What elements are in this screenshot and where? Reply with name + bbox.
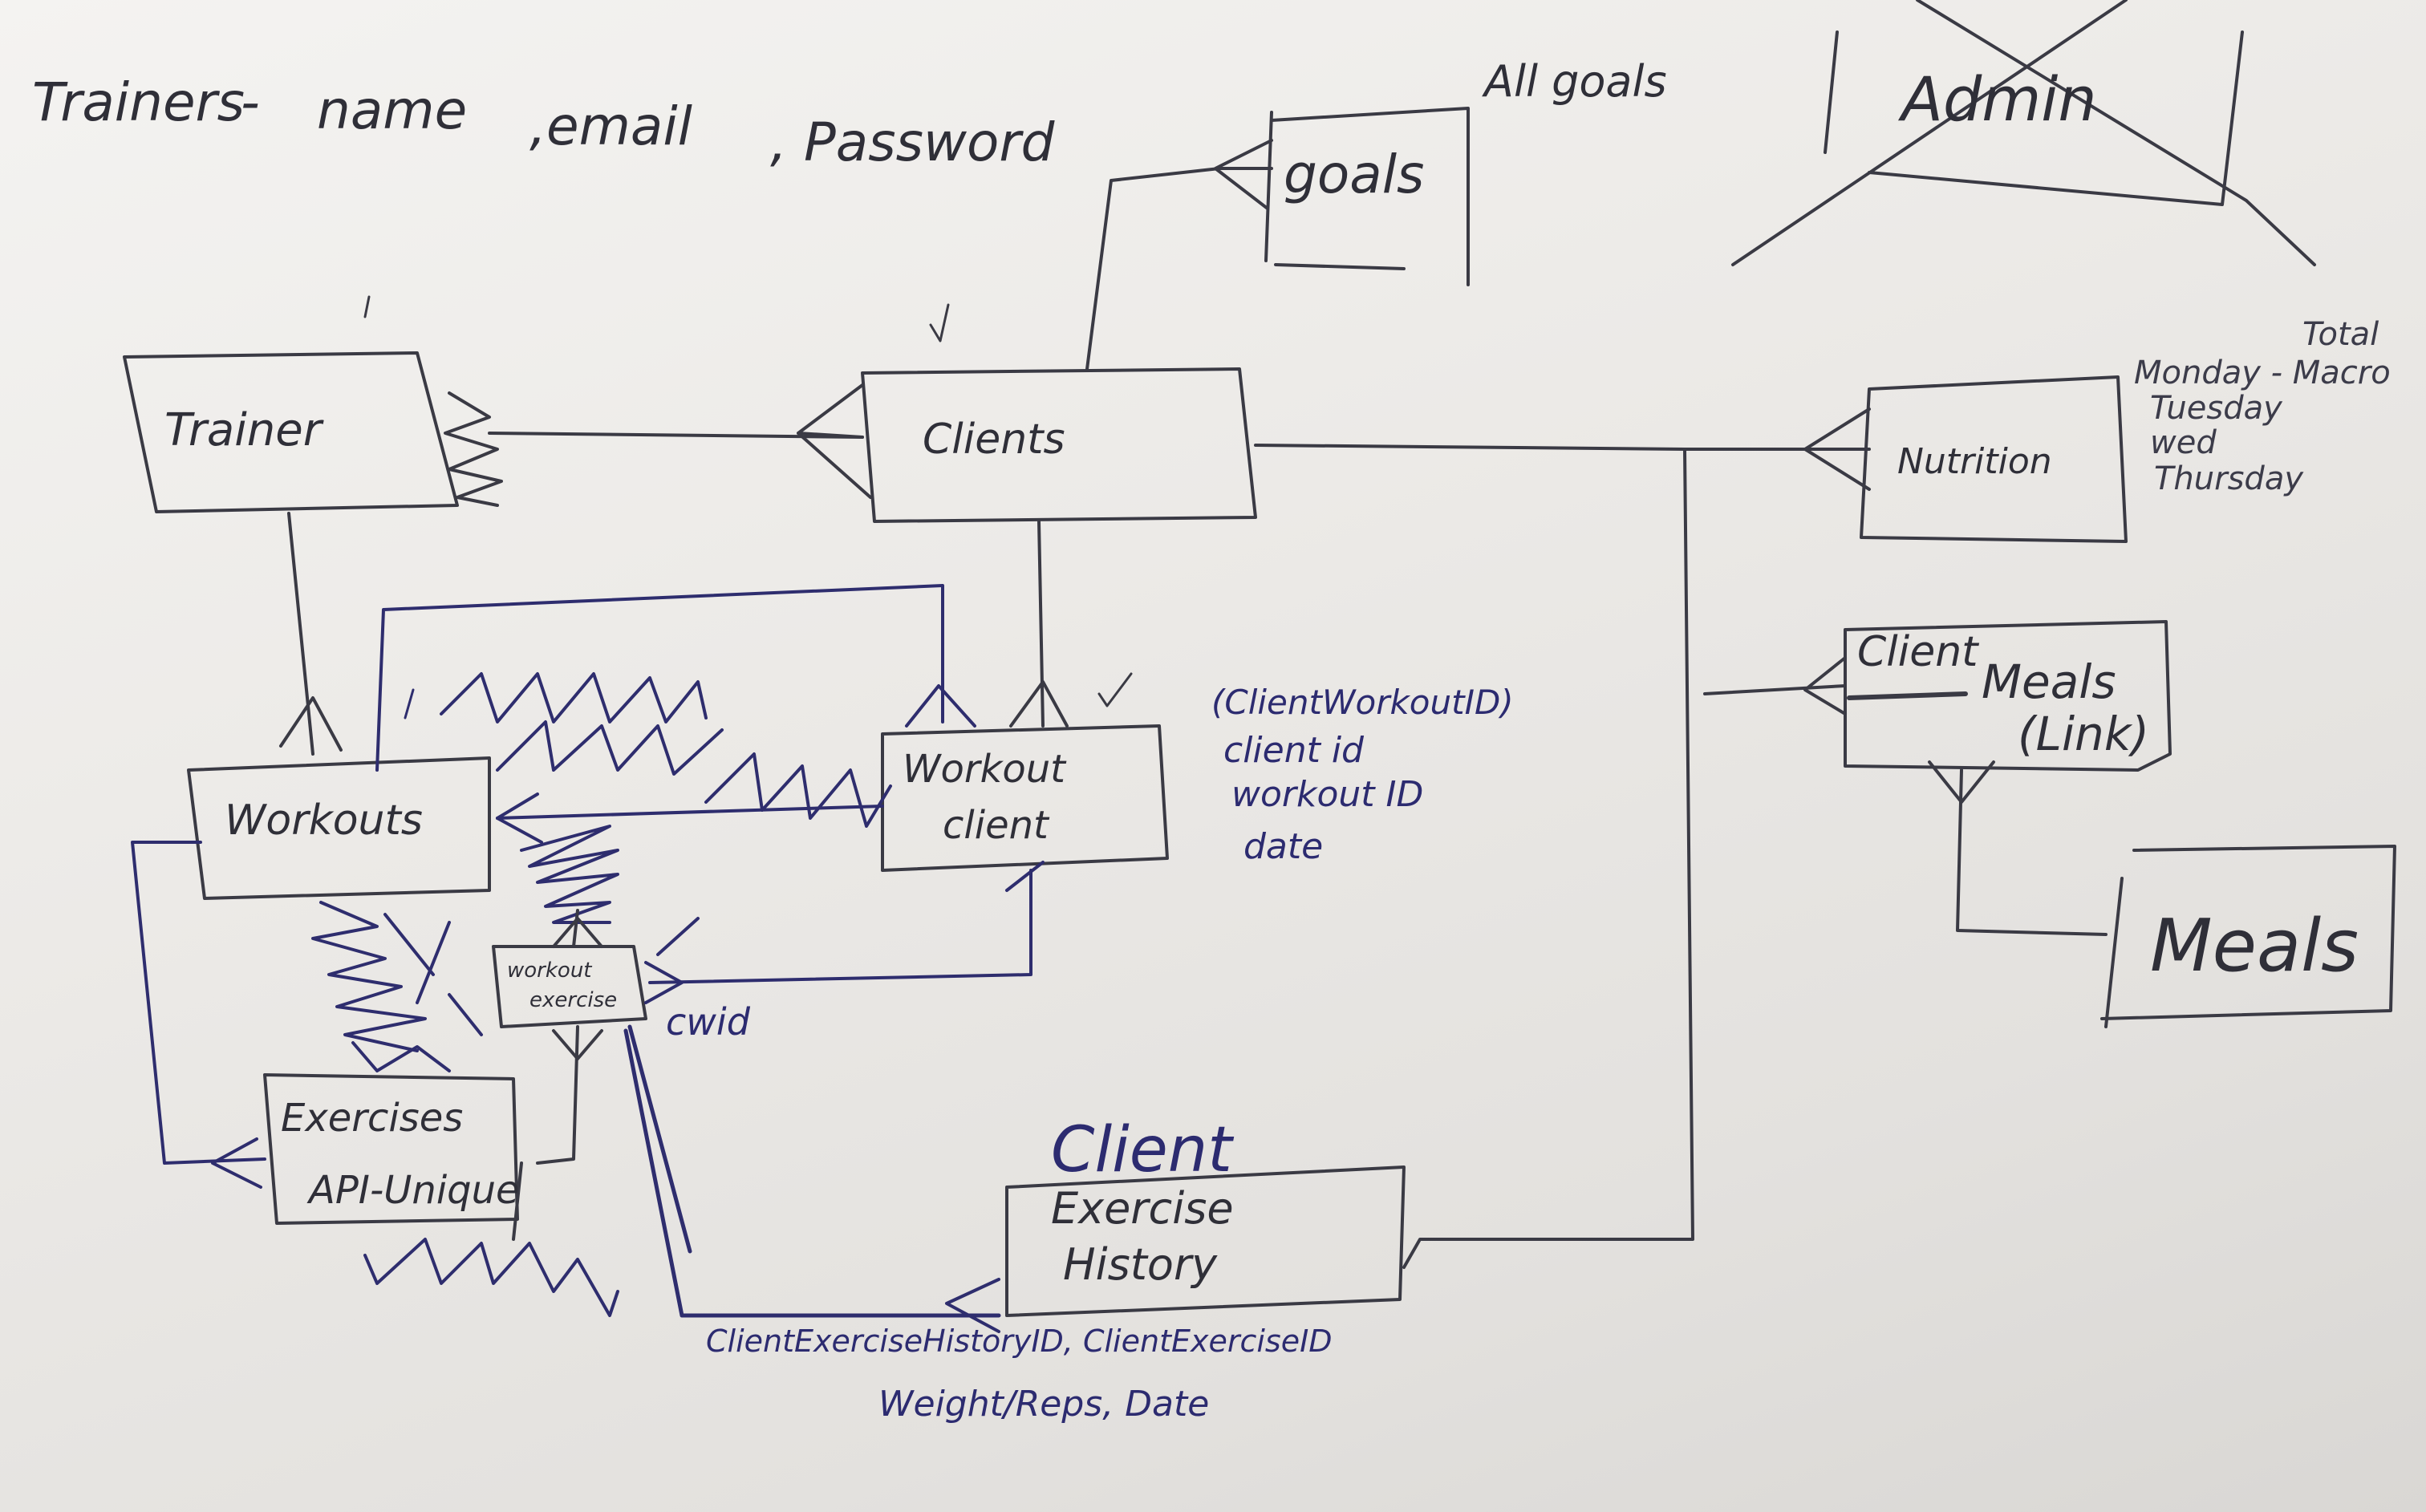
history-label-client: Client: [1051, 1114, 1234, 1186]
note-tuesday: Tuesday: [2150, 390, 2283, 427]
history-label-exercise: Exercise: [1051, 1183, 1234, 1234]
nutrition-label: Nutrition: [1897, 441, 2052, 482]
goals-entity: goals: [1264, 107, 1470, 286]
workouts-label: Workouts: [225, 797, 423, 845]
trainer-label: Trainer: [164, 404, 324, 456]
workout-client-label-2: client: [943, 803, 1050, 848]
note-workout-id: workout ID: [1231, 774, 1423, 815]
note-thursday: Thursday: [2154, 460, 2304, 497]
client-exercise-history-entity: Client Exercise History: [1005, 1114, 1406, 1317]
header-dash: -: [241, 71, 260, 133]
admin-label: Admin: [1897, 63, 2097, 135]
client-meals-link-entity: Client Meals (Link): [1844, 620, 2172, 772]
cwid-note: cwid: [666, 1000, 751, 1044]
header-field-name: name: [317, 79, 467, 141]
meals-label: Meals: [2150, 904, 2359, 988]
workout-client-label-1: Workout: [903, 747, 1067, 792]
clients-entity: Clients: [861, 367, 1257, 523]
all-goals-note: All goals: [1482, 56, 1667, 107]
client-meals-label-link: (Link): [2018, 707, 2149, 761]
header-entity: Trainers: [32, 71, 245, 133]
goals-label: goals: [1284, 144, 1424, 205]
workout-client-fields-note: (ClientWorkoutID) client id workout ID d…: [1211, 683, 1514, 867]
workouts-entity: Workouts: [187, 756, 491, 900]
exercises-entity: Exercises API-Unique: [263, 1073, 523, 1241]
clients-label: Clients: [923, 415, 1065, 464]
header-field-password: , Password: [770, 111, 1055, 173]
history-label-history: History: [1063, 1239, 1218, 1290]
workout-client-entity: Workout client: [881, 724, 1169, 872]
note-date: date: [1243, 826, 1323, 867]
note-history-weight: Weight/Reps, Date: [878, 1384, 1209, 1425]
crossed-out-scribble: [440, 672, 892, 924]
client-meals-label-meals: Meals: [1982, 655, 2116, 709]
note-wed: wed: [2150, 424, 2217, 461]
admin-box: Admin: [1731, 0, 2316, 266]
nutrition-entity: Nutrition: [1860, 375, 2128, 543]
client-meals-label-client: Client: [1857, 628, 1979, 676]
nutrition-days-note: Total Monday - Macro Tuesday wed Thursda…: [2134, 316, 2391, 497]
exercises-label-1: Exercises: [281, 1096, 463, 1141]
note-clientworkoutid: (ClientWorkoutID): [1211, 683, 1514, 722]
header-field-email: ,email: [529, 95, 693, 157]
workout-exercise-entity: workout exercise: [492, 945, 647, 1028]
workout-exercise-label-2: exercise: [529, 988, 617, 1012]
history-fields-note: ClientExerciseHistoryID, ClientExerciseI…: [706, 1324, 1333, 1425]
trainer-entity: Trainer: [123, 351, 503, 513]
meals-entity: Meals: [2100, 845, 2396, 1028]
note-total: Total: [2302, 316, 2379, 353]
note-monday: Monday - Macro: [2134, 355, 2391, 391]
note-client-id: client id: [1223, 730, 1365, 771]
note-history-ids: ClientExerciseHistoryID, ClientExerciseI…: [706, 1324, 1333, 1359]
workout-exercise-label-1: workout: [507, 959, 592, 983]
exercises-label-2: API-Unique: [306, 1168, 520, 1213]
